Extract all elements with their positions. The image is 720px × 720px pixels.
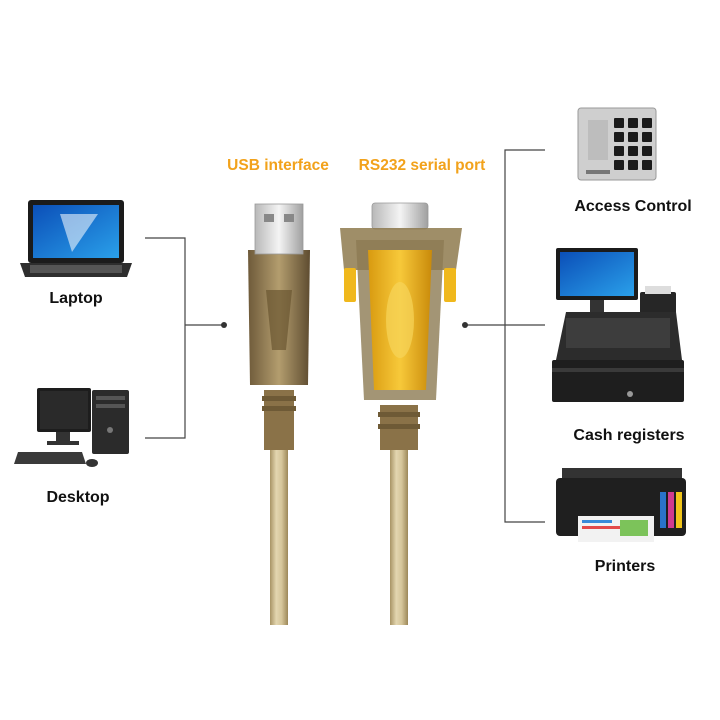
serial-connector bbox=[340, 202, 462, 625]
laptop-label: Laptop bbox=[49, 290, 103, 307]
rs232-serial-port-label: RS232 serial port bbox=[358, 157, 486, 174]
right-junction-dot bbox=[462, 322, 468, 328]
left-connector-lines bbox=[145, 237, 222, 439]
cash-register-icon bbox=[552, 248, 684, 402]
printers-label: Printers bbox=[594, 558, 656, 575]
left-junction-dot bbox=[221, 322, 227, 328]
keypad-icon bbox=[577, 107, 657, 181]
laptop-icon bbox=[20, 200, 132, 277]
access-control-label: Access Control bbox=[574, 198, 692, 215]
usb-connector bbox=[248, 203, 310, 625]
desktop-icon bbox=[14, 388, 129, 467]
usb-interface-label: USB interface bbox=[227, 157, 329, 174]
right-connector-lines bbox=[466, 149, 545, 523]
cash-registers-label: Cash registers bbox=[573, 427, 685, 444]
printer-icon bbox=[556, 468, 686, 542]
desktop-label: Desktop bbox=[46, 489, 110, 506]
